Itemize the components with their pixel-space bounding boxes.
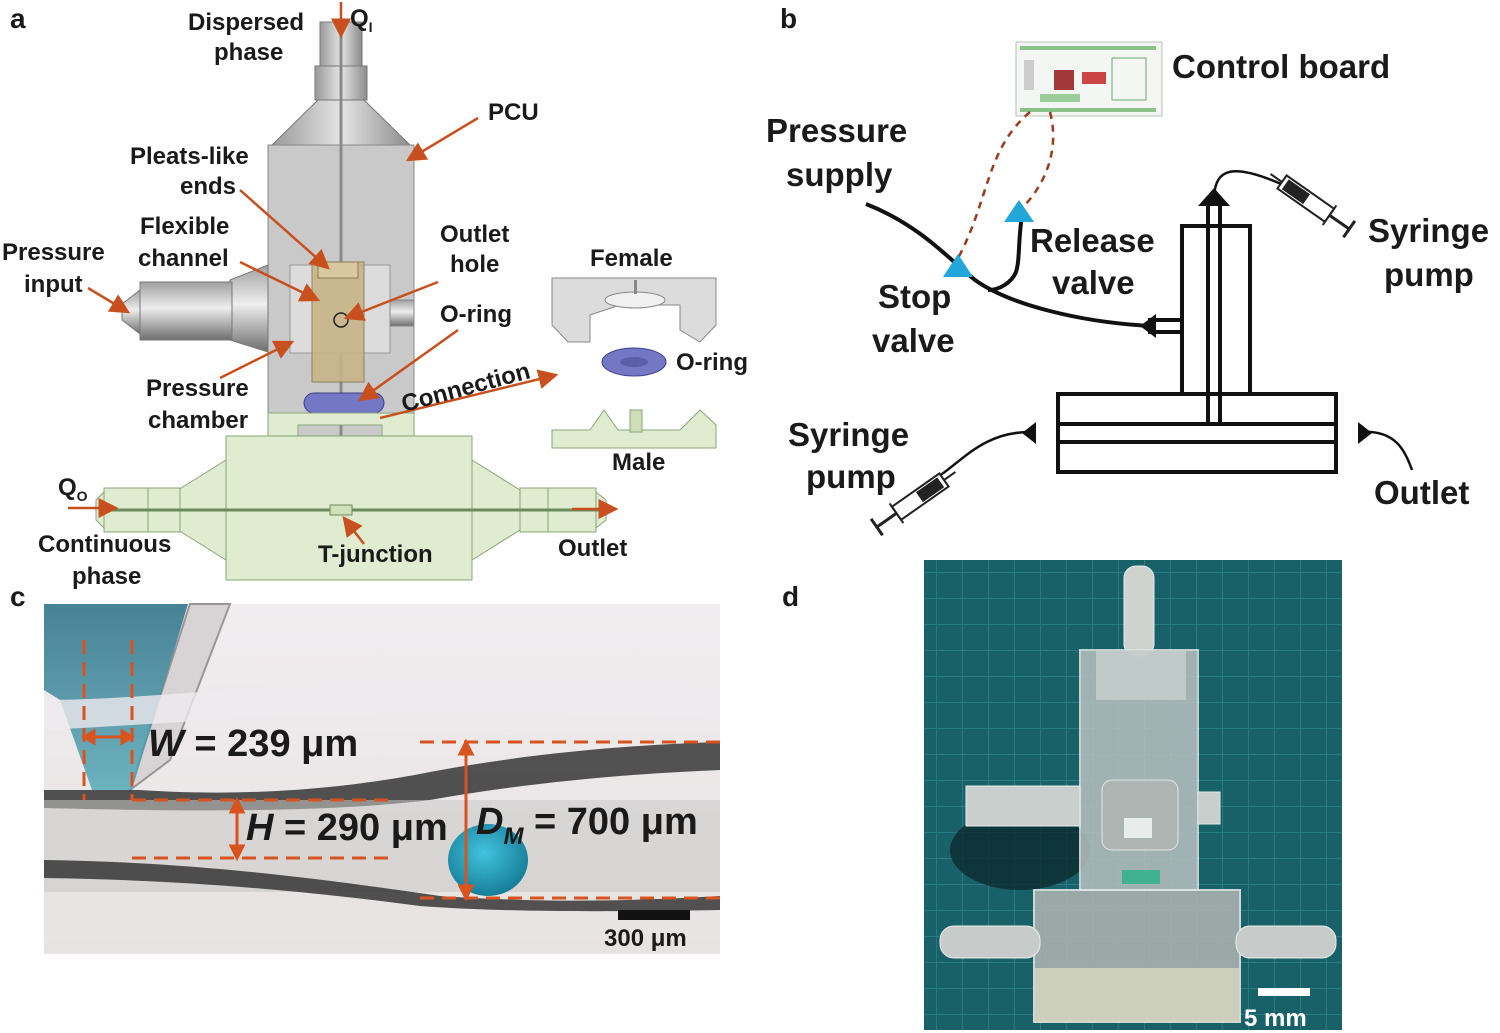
control-board-icon <box>1015 41 1163 117</box>
label-female: Female <box>590 245 673 272</box>
label-outlet-hole-2: hole <box>450 251 499 278</box>
syringe-icon-top <box>1269 173 1357 239</box>
o-ring <box>303 392 385 414</box>
release-valve-icon <box>1004 200 1034 222</box>
panel-a: a <box>2 2 748 590</box>
dimension-arrows <box>81 728 475 902</box>
label-syringe-top-2: pump <box>1384 256 1474 293</box>
syringe-icon-bottom <box>869 471 957 537</box>
scale-bar-c <box>618 910 690 920</box>
male-part <box>551 409 717 449</box>
device-photo <box>939 565 1337 1023</box>
scale-label-c: 300 μm <box>604 925 687 952</box>
label-syringe-bottom-1: Syringe <box>788 416 909 453</box>
label-stop-valve-2: valve <box>872 322 955 359</box>
label-o-ring-inset: O-ring <box>676 349 748 376</box>
scale-label-d: 5 mm <box>1244 1005 1307 1032</box>
label-pressure-supply-2: supply <box>786 156 893 193</box>
connection-inset <box>551 277 717 449</box>
label-q-i: QI <box>350 5 373 35</box>
label-stop-valve-1: Stop <box>878 278 951 315</box>
label-pressure-chamber-2: chamber <box>148 407 248 434</box>
channel-upper-wall <box>44 742 720 811</box>
label-dispersed-phase-2: phase <box>214 39 283 66</box>
female-socket <box>604 291 666 309</box>
label-outlet-hole-1: Outlet <box>440 221 509 248</box>
syringe-lines <box>929 170 1414 484</box>
annotation-arrows <box>68 2 619 545</box>
label-continuous-1: Continuous <box>38 531 171 558</box>
label-connection: Connection <box>399 358 533 418</box>
label-width: W = 239 μm <box>148 723 358 765</box>
label-flexible-2: channel <box>138 245 229 272</box>
droplet <box>448 824 528 896</box>
label-pressure-chamber-1: Pressure <box>146 375 249 402</box>
dimension-markers <box>82 640 720 900</box>
flow-arrows <box>1022 188 1372 444</box>
label-male: Male <box>612 449 665 476</box>
control-wires <box>954 111 1055 263</box>
panel-b: b <box>766 3 1489 537</box>
label-pcu: PCU <box>488 99 539 126</box>
channel-lower-wall <box>44 860 720 912</box>
label-flexible-1: Flexible <box>140 213 229 240</box>
label-q-o: QO <box>58 474 88 504</box>
panel-label-d: d <box>782 581 799 612</box>
panel-d: d 5 mm <box>782 560 1342 1032</box>
device-schematic <box>1056 198 1338 474</box>
t-junction-body <box>95 412 607 581</box>
label-pressure-supply-1: Pressure <box>766 112 907 149</box>
label-release-valve-2: valve <box>1052 264 1135 301</box>
dispersed-channel-tip <box>44 604 188 790</box>
label-pleats-2: ends <box>180 173 236 200</box>
label-pressure-input-1: Pressure <box>2 239 105 266</box>
label-droplet-diameter: DM = 700 μm <box>476 801 698 850</box>
flexible-channel <box>311 261 365 383</box>
panel-label-a: a <box>10 3 26 34</box>
label-syringe-top-1: Syringe <box>1368 212 1489 249</box>
label-height: H = 290 μm <box>246 807 448 849</box>
label-o-ring: O-ring <box>440 301 512 328</box>
panel-label-b: b <box>780 3 797 34</box>
scale-bar-d <box>1258 988 1310 996</box>
label-dispersed-phase-1: Dispersed <box>188 9 304 36</box>
label-pleats-1: Pleats-like <box>130 143 249 170</box>
panel-label-c: c <box>10 581 26 612</box>
pressure-tubing <box>865 202 1151 328</box>
label-outlet-b: Outlet <box>1374 474 1469 511</box>
pressure-input-connector <box>121 264 415 353</box>
label-syringe-bottom-2: pump <box>806 458 896 495</box>
label-continuous-2: phase <box>72 563 141 590</box>
label-release-valve-1: Release <box>1030 222 1155 259</box>
label-t-junction: T-junction <box>318 541 433 568</box>
label-outlet-a: Outlet <box>558 535 627 562</box>
stop-valve-icon <box>943 254 973 277</box>
label-control-board: Control board <box>1172 48 1390 85</box>
device-shadow <box>950 810 1090 890</box>
label-pressure-input-2: input <box>24 271 83 298</box>
panel-c: c W = 239 μm H = 290 μm <box>10 581 720 954</box>
